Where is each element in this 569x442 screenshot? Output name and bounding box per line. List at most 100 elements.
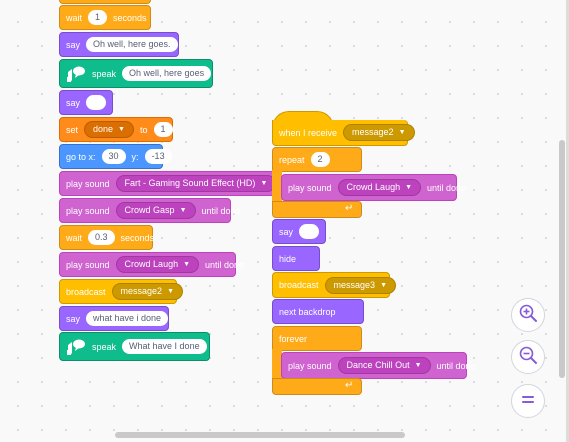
repeat-block[interactable]: repeat 2 bbox=[272, 147, 362, 172]
block-label: next backdrop bbox=[279, 306, 336, 317]
hide-block[interactable]: hide bbox=[272, 246, 320, 271]
loop-arrow-icon: ↵ bbox=[345, 203, 354, 214]
text-input[interactable]: What have I done bbox=[122, 339, 207, 354]
block-label: hide bbox=[279, 253, 297, 264]
block-label: say bbox=[66, 313, 81, 324]
block-label: go to x: bbox=[66, 151, 96, 162]
block-label: say bbox=[66, 39, 81, 50]
forever-block-bottom bbox=[272, 378, 362, 395]
caret-down-icon: ▼ bbox=[167, 288, 174, 295]
block-label: wait bbox=[66, 232, 83, 243]
block-label: until done bbox=[436, 360, 476, 371]
x-input[interactable]: 30 bbox=[101, 149, 126, 164]
caret-down-icon: ▼ bbox=[398, 129, 406, 136]
number-input[interactable]: 1 bbox=[88, 10, 108, 25]
block-label: say bbox=[279, 226, 294, 237]
number-input[interactable]: 0.3 bbox=[88, 230, 115, 245]
when-i-receive-hat-block[interactable]: when I receive message2 ▼ bbox=[272, 120, 415, 146]
block-label: to bbox=[139, 124, 148, 135]
message-dropdown[interactable]: message2 ▼ bbox=[343, 124, 415, 141]
say-block[interactable]: say bbox=[272, 219, 326, 244]
caret-down-icon: ▼ bbox=[260, 180, 268, 187]
block-label: repeat bbox=[279, 154, 305, 165]
caret-down-icon: ▼ bbox=[118, 126, 125, 133]
forever-block-arm bbox=[272, 349, 282, 380]
block-label: seconds bbox=[120, 232, 155, 243]
zoom-in-icon bbox=[518, 303, 538, 328]
block-label: y: bbox=[131, 151, 139, 162]
block-label: play sound bbox=[66, 205, 110, 216]
block-label: play sound bbox=[288, 360, 332, 371]
message-dropdown[interactable]: message3 ▼ bbox=[324, 276, 396, 294]
zoom-reset-icon bbox=[520, 392, 536, 410]
text-input[interactable]: what have i done bbox=[86, 311, 169, 326]
vertical-scroll-track bbox=[566, 0, 569, 442]
zoom-out-button[interactable] bbox=[511, 340, 545, 374]
sound-dropdown[interactable]: Dance Chill Out ▼ bbox=[337, 357, 431, 374]
block-label: until done bbox=[427, 182, 467, 193]
block-label: when I receive bbox=[279, 127, 338, 138]
block-label: speak bbox=[92, 341, 117, 352]
variable-dropdown[interactable]: done ▼ bbox=[84, 121, 134, 138]
dropdown-value: Fart - Gaming Sound Effect (HD) bbox=[124, 178, 256, 188]
vertical-scrollbar[interactable] bbox=[559, 140, 565, 378]
loop-arrow-icon: ↵ bbox=[345, 380, 354, 391]
caret-down-icon: ▼ bbox=[414, 362, 422, 369]
speech-bubble-icon bbox=[66, 338, 86, 356]
play-sound-block[interactable]: play sound Crowd Gasp ▼ until done bbox=[59, 198, 241, 223]
block-label: until done bbox=[205, 259, 245, 270]
block-label: broadcast bbox=[279, 280, 319, 290]
play-sound-block[interactable]: play sound Crowd Laugh ▼ until done bbox=[59, 252, 244, 277]
dropdown-value: message3 bbox=[333, 279, 376, 290]
caret-down-icon: ▼ bbox=[183, 261, 191, 268]
y-input[interactable]: -13 bbox=[144, 149, 172, 164]
block-label: speak bbox=[92, 68, 117, 79]
speak-block[interactable]: speak What have I done bbox=[59, 332, 210, 361]
sound-dropdown[interactable]: Fart - Gaming Sound Effect (HD) ▼ bbox=[115, 175, 277, 192]
text-input[interactable]: Oh well, here goes. bbox=[86, 37, 178, 52]
dropdown-value: Crowd Laugh bbox=[124, 259, 179, 269]
dropdown-value: done bbox=[93, 124, 114, 134]
value-input[interactable]: 1 bbox=[153, 122, 173, 137]
go-to-xy-block[interactable]: go to x: 30 y: -13 bbox=[59, 144, 172, 169]
next-backdrop-block[interactable]: next backdrop bbox=[272, 299, 364, 324]
text-input[interactable]: Oh well, here goes bbox=[122, 66, 212, 81]
block-label: play sound bbox=[66, 259, 110, 270]
dropdown-value: message2 bbox=[352, 127, 394, 137]
say-block[interactable]: say bbox=[59, 90, 113, 115]
broadcast-block[interactable]: broadcast message2 ▼ bbox=[59, 279, 183, 304]
say-block[interactable]: say what have i done bbox=[59, 306, 169, 331]
text-input[interactable] bbox=[299, 224, 319, 239]
text-input[interactable] bbox=[86, 95, 106, 110]
wait-block[interactable]: wait 0.3 seconds bbox=[59, 225, 155, 250]
set-variable-block[interactable]: set done ▼ to 1 bbox=[59, 117, 173, 142]
speak-block[interactable]: speak Oh well, here goes bbox=[59, 59, 213, 88]
broadcast-block[interactable]: broadcast message3 ▼ bbox=[272, 272, 396, 298]
message-dropdown[interactable]: message2 ▼ bbox=[111, 283, 183, 300]
dropdown-value: Dance Chill Out bbox=[346, 360, 410, 370]
zoom-out-icon bbox=[518, 345, 538, 370]
control-block-top-fragment[interactable] bbox=[59, 0, 151, 4]
block-label: broadcast bbox=[66, 286, 106, 297]
repeat-block-arm bbox=[272, 170, 282, 204]
forever-block[interactable]: forever bbox=[272, 326, 362, 351]
play-sound-block[interactable]: play sound Crowd Laugh ▼ until done bbox=[281, 174, 466, 201]
dropdown-value: Crowd Gasp bbox=[124, 205, 175, 215]
play-sound-block[interactable]: play sound Dance Chill Out ▼ until done bbox=[281, 352, 476, 379]
sound-dropdown[interactable]: Crowd Laugh ▼ bbox=[337, 179, 422, 196]
sound-dropdown[interactable]: Crowd Gasp ▼ bbox=[115, 202, 196, 219]
wait-block[interactable]: wait 1 seconds bbox=[59, 5, 151, 30]
number-input[interactable]: 2 bbox=[310, 152, 330, 167]
zoom-in-button[interactable] bbox=[511, 298, 545, 332]
say-block[interactable]: say Oh well, here goes. bbox=[59, 32, 179, 57]
repeat-block-bottom bbox=[272, 201, 362, 218]
block-label: forever bbox=[279, 333, 308, 344]
horizontal-scrollbar[interactable] bbox=[115, 432, 405, 438]
play-sound-block[interactable]: play sound Fart - Gaming Sound Effect (H… bbox=[59, 171, 287, 196]
sound-dropdown[interactable]: Crowd Laugh ▼ bbox=[115, 256, 200, 273]
block-label: wait bbox=[66, 12, 83, 23]
dropdown-value: message2 bbox=[120, 286, 163, 296]
caret-down-icon: ▼ bbox=[179, 207, 187, 214]
zoom-reset-button[interactable] bbox=[511, 384, 545, 418]
block-label: say bbox=[66, 97, 81, 108]
